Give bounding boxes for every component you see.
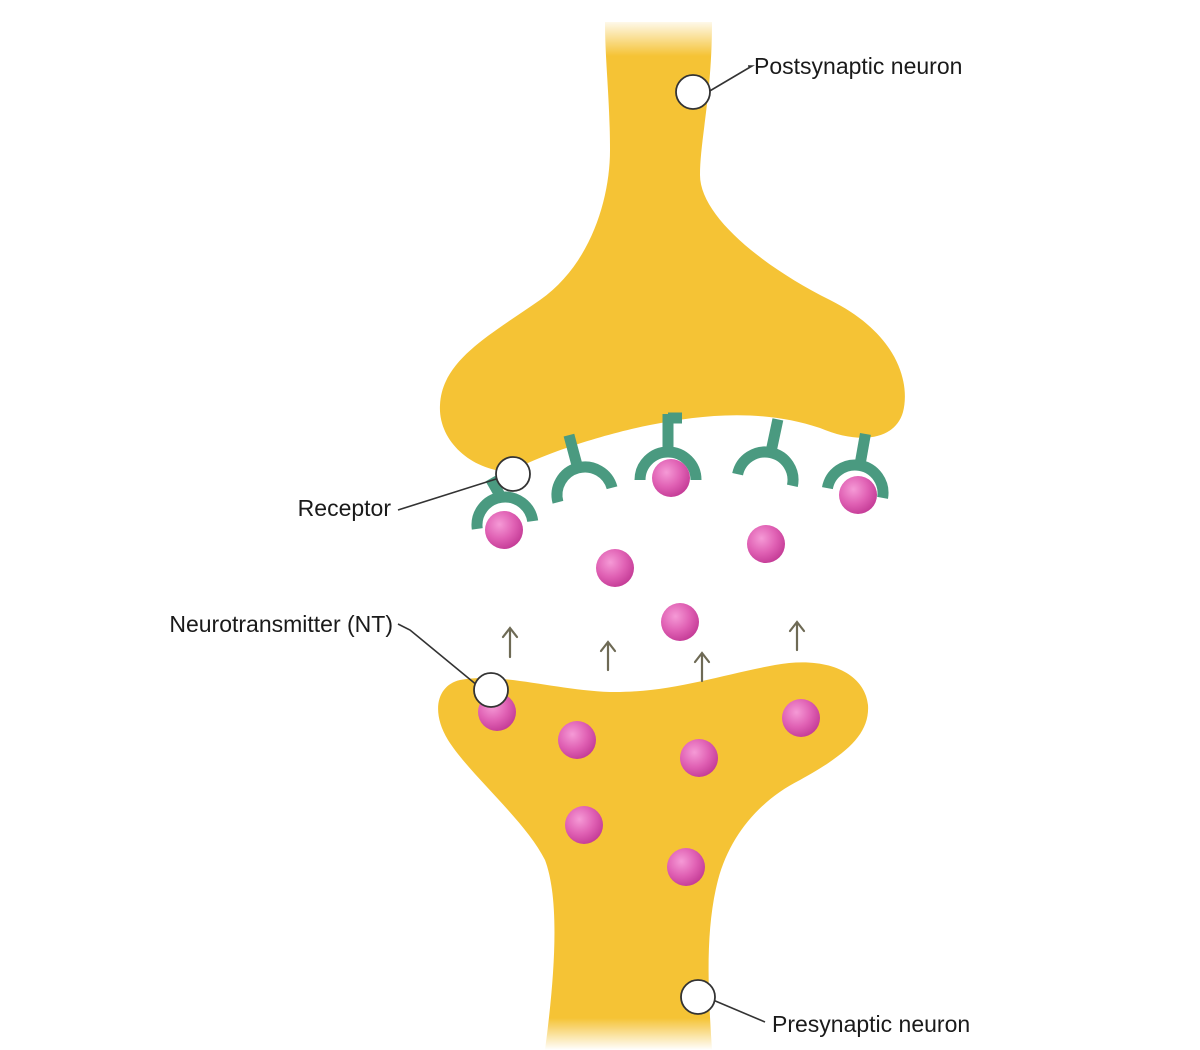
nt-bound-1 bbox=[485, 511, 523, 549]
presynaptic-fade bbox=[530, 1018, 730, 1050]
nt-pre-4 bbox=[782, 699, 820, 737]
receptor-1 bbox=[471, 475, 539, 530]
nt-cleft-1 bbox=[596, 549, 634, 587]
receptor-2 bbox=[551, 433, 618, 504]
label-presynaptic-neuron: Presynaptic neuron bbox=[772, 1011, 970, 1037]
nt-pre-6 bbox=[667, 848, 705, 886]
receptor-4 bbox=[732, 418, 799, 487]
arrow-up-icon bbox=[501, 626, 519, 659]
neurotransmitter-group bbox=[478, 459, 877, 886]
arrow-up-icon bbox=[599, 640, 617, 672]
postsynaptic-neuron-body bbox=[439, 22, 905, 472]
receptor-group bbox=[471, 412, 889, 530]
release-arrows bbox=[501, 620, 806, 683]
nt-bound-3 bbox=[839, 476, 877, 514]
label-neurotransmitter: Neurotransmitter (NT) bbox=[169, 611, 393, 637]
nt-pre-2 bbox=[558, 721, 596, 759]
nt-pre-5 bbox=[565, 806, 603, 844]
postsynaptic-fade bbox=[590, 18, 720, 56]
receptor-marker bbox=[495, 456, 531, 492]
arrow-up-icon bbox=[693, 651, 711, 683]
receptor-3 bbox=[634, 412, 702, 481]
label-postsynaptic-neuron: Postsynaptic neuron bbox=[754, 53, 962, 79]
nt-bound-2 bbox=[652, 459, 690, 497]
receptor-5 bbox=[822, 432, 889, 499]
presynaptic-marker bbox=[680, 979, 716, 1015]
arrow-up-icon bbox=[788, 620, 806, 652]
postsynaptic-marker bbox=[675, 74, 711, 110]
label-receptor: Receptor bbox=[298, 495, 392, 521]
neurotransmitter-marker bbox=[473, 672, 509, 708]
presynaptic-neuron-body bbox=[438, 662, 869, 1050]
nt-cleft-3 bbox=[661, 603, 699, 641]
nt-cleft-2 bbox=[747, 525, 785, 563]
leader-lines bbox=[397, 65, 766, 1023]
nt-pre-3 bbox=[680, 739, 718, 777]
